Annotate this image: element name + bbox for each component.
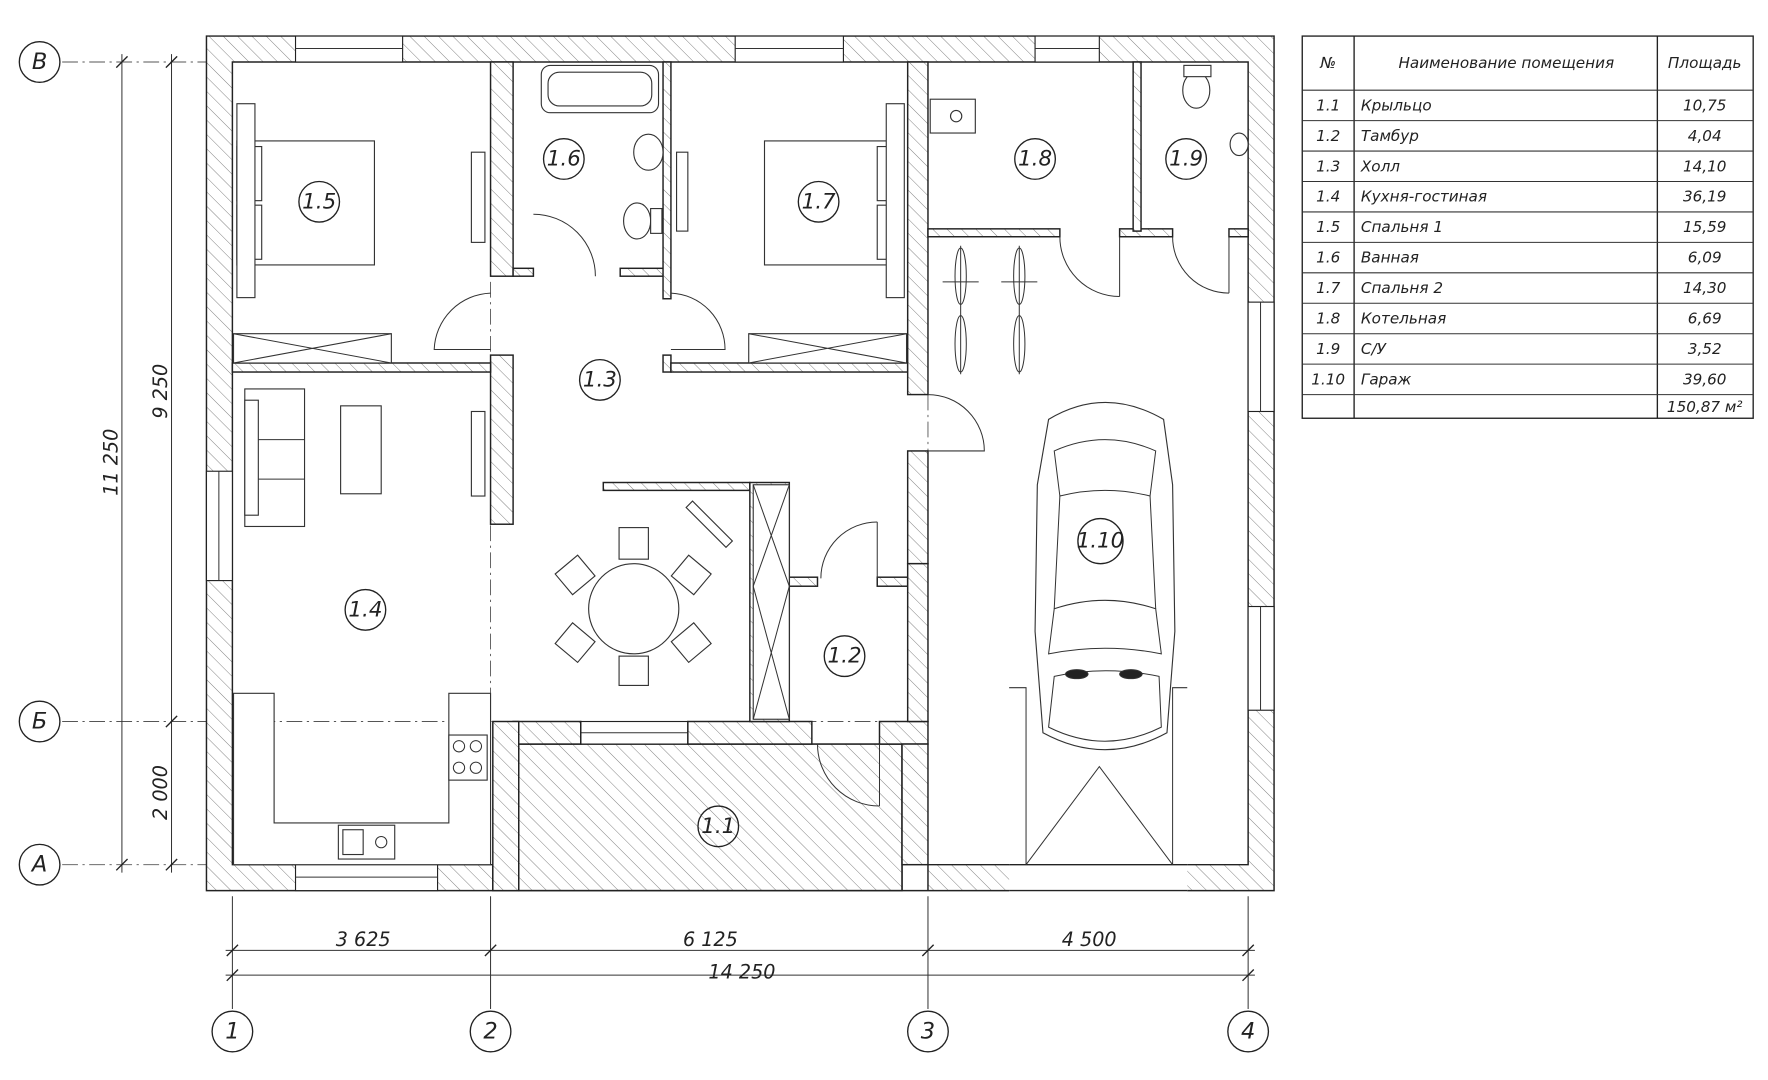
axis-2: 2 bbox=[483, 1019, 497, 1045]
windows bbox=[205, 35, 1275, 892]
axis-3: 3 bbox=[921, 1019, 935, 1045]
row-name: Котельная bbox=[1361, 309, 1446, 327]
row-area: 39,60 bbox=[1683, 370, 1727, 388]
horizontal-dimensions: 3 625 6 125 4 500 14 250 bbox=[225, 896, 1255, 1009]
row-area: 6,69 bbox=[1688, 309, 1722, 327]
room-schedule-table: № Наименование помещения Площадь 1.1 Крыл… bbox=[1301, 35, 1754, 419]
dim-4500: 4 500 bbox=[1062, 928, 1117, 951]
row-no: 1.2 bbox=[1316, 127, 1340, 145]
dim-11250: 11 250 bbox=[99, 429, 122, 496]
room-label-1-6: 1.6 bbox=[547, 146, 581, 171]
row-name: Тамбур bbox=[1361, 127, 1419, 145]
dining-table bbox=[588, 563, 680, 655]
row-area: 36,19 bbox=[1683, 188, 1727, 206]
bicycles bbox=[942, 245, 1038, 375]
room-labels: 1.1 1.2 1.3 1.4 1.5 1.6 1.7 1.8 1.9 1.10 bbox=[298, 137, 1208, 848]
room-label-1-1: 1.1 bbox=[701, 814, 735, 839]
row-area: 3,52 bbox=[1688, 340, 1722, 358]
row-no: 1.3 bbox=[1316, 157, 1340, 175]
room-label-1-9: 1.9 bbox=[1169, 146, 1203, 171]
table-row: 1.9 С/У 3,52 bbox=[1316, 340, 1722, 358]
table-row: 1.2 Тамбур 4,04 bbox=[1316, 127, 1722, 145]
table-row: 1.5 Спальня 1 15,59 bbox=[1316, 218, 1726, 236]
row-no: 1.6 bbox=[1316, 249, 1340, 267]
sink bbox=[633, 133, 664, 171]
vertical-dimensions: 11 250 9 250 2 000 bbox=[99, 54, 178, 873]
total-area: 150,87 м² bbox=[1667, 398, 1743, 416]
furniture bbox=[232, 64, 1249, 866]
row-name: Ванная bbox=[1361, 249, 1419, 267]
dim-3625: 3 625 bbox=[336, 928, 391, 951]
row-name: Спальня 1 bbox=[1361, 218, 1443, 236]
room-label-1-10: 1.10 bbox=[1077, 529, 1125, 554]
toilet-2 bbox=[1182, 71, 1211, 109]
dim-14250: 14 250 bbox=[708, 961, 775, 984]
doors bbox=[433, 213, 1230, 807]
room-label-1-8: 1.8 bbox=[1018, 146, 1052, 171]
row-area: 4,04 bbox=[1688, 127, 1722, 145]
room-label-1-7: 1.7 bbox=[802, 189, 836, 214]
row-no: 1.8 bbox=[1316, 309, 1341, 327]
row-name: Гараж bbox=[1361, 370, 1412, 388]
row-name: Холл bbox=[1360, 157, 1400, 175]
room-label-1-5: 1.5 bbox=[302, 189, 336, 214]
row-area: 14,30 bbox=[1683, 279, 1727, 297]
row-name: Спальня 2 bbox=[1361, 279, 1443, 297]
row-name: Кухня-гостиная bbox=[1361, 188, 1487, 206]
header-area: Площадь bbox=[1668, 54, 1742, 72]
row-area: 10,75 bbox=[1683, 96, 1727, 114]
toilet bbox=[623, 202, 652, 240]
row-name: С/У bbox=[1361, 340, 1388, 358]
row-area: 6,09 bbox=[1688, 249, 1722, 267]
axis-a: А bbox=[30, 852, 47, 878]
garage-gate bbox=[1009, 863, 1188, 892]
row-no: 1.4 bbox=[1316, 188, 1340, 206]
row-area: 14,10 bbox=[1683, 157, 1727, 175]
table-row: 1.1 Крыльцо 10,75 bbox=[1316, 96, 1726, 114]
dim-9250: 9 250 bbox=[149, 364, 172, 419]
table-row: 1.4 Кухня-гостиная 36,19 bbox=[1316, 188, 1726, 206]
garage-gate-swing bbox=[1009, 687, 1188, 865]
header-no: № bbox=[1319, 54, 1336, 72]
car bbox=[1034, 401, 1176, 751]
row-name: Крыльцо bbox=[1361, 96, 1432, 114]
row-no: 1.5 bbox=[1316, 218, 1340, 236]
table-row: 1.6 Ванная 6,09 bbox=[1316, 249, 1722, 267]
table-row: 1.8 Котельная 6,69 bbox=[1316, 309, 1722, 327]
header-name: Наименование помещения bbox=[1398, 54, 1614, 72]
row-no: 1.10 bbox=[1311, 370, 1345, 388]
closet bbox=[752, 484, 790, 720]
table-row: 1.10 Гараж 39,60 bbox=[1311, 370, 1726, 388]
row-area: 15,59 bbox=[1683, 218, 1727, 236]
dim-6125: 6 125 bbox=[683, 928, 738, 951]
table-row: 1.3 Холл 14,10 bbox=[1316, 157, 1726, 175]
axis-markers: 1 2 3 4 В Б А bbox=[18, 41, 1270, 1053]
room-label-1-4: 1.4 bbox=[348, 597, 382, 622]
row-no: 1.7 bbox=[1316, 279, 1341, 297]
coffee-table bbox=[340, 405, 382, 495]
axis-v: В bbox=[32, 49, 47, 75]
table-row: 1.7 Спальня 2 14,30 bbox=[1316, 279, 1726, 297]
dim-2000: 2 000 bbox=[149, 765, 172, 820]
row-no: 1.9 bbox=[1316, 340, 1340, 358]
axis-4: 4 bbox=[1241, 1019, 1255, 1045]
axis-b: Б bbox=[32, 709, 47, 735]
axis-1: 1 bbox=[225, 1019, 239, 1045]
room-label-1-2: 1.2 bbox=[828, 644, 862, 669]
row-no: 1.1 bbox=[1316, 96, 1340, 114]
room-label-1-3: 1.3 bbox=[583, 367, 617, 392]
